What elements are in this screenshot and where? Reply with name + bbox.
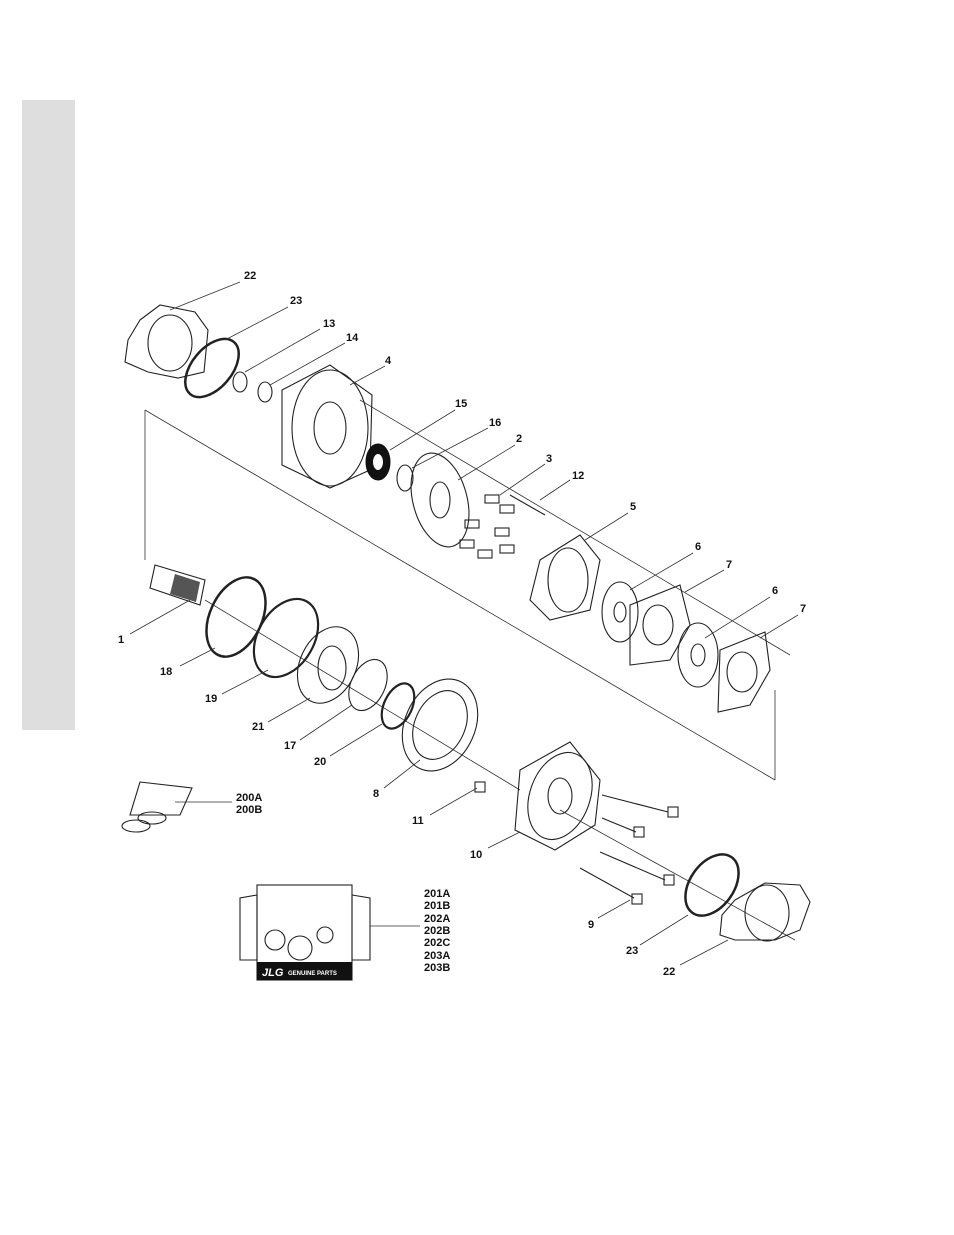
ring-5 — [530, 535, 600, 620]
callout-18: 18 — [160, 666, 172, 678]
callout-17: 17 — [284, 740, 296, 752]
callout-4: 4 — [385, 355, 392, 367]
box-tagline: GENUINE PARTS — [288, 971, 337, 977]
seal-kit-200 — [122, 782, 232, 832]
callout-8: 8 — [373, 788, 379, 800]
callout-22-top: 22 — [244, 270, 256, 282]
disc-6-first — [602, 582, 638, 642]
disc-6-second — [678, 623, 718, 687]
kit-label-201a: 201A — [424, 888, 450, 900]
callout-23-top: 23 — [290, 295, 302, 307]
callout-11: 11 — [412, 815, 424, 827]
box-brand-logo: JLG — [262, 967, 284, 979]
callout-15: 15 — [455, 398, 467, 410]
plate-7-second — [718, 632, 770, 712]
callout-6-first: 6 — [695, 541, 701, 553]
kit-label-203a: 203A — [424, 950, 450, 962]
callout-14: 14 — [346, 332, 359, 344]
callout-13: 13 — [323, 318, 335, 330]
kit-label-202c: 202C — [424, 937, 450, 949]
pin-12 — [510, 495, 545, 515]
plug-11 — [475, 782, 485, 792]
callout-3: 3 — [546, 453, 552, 465]
callout-7-first: 7 — [726, 559, 732, 571]
kit-label-202a: 202A — [424, 913, 450, 925]
bearing-15-bore — [373, 454, 383, 470]
o-ring-23-top — [175, 329, 249, 407]
o-ring-23-bottom — [674, 845, 749, 926]
callout-22-bottom: 22 — [663, 966, 675, 978]
kit-labels: 201A 201B 202A 202B 202C 203A 203B — [424, 888, 450, 974]
plate-7-first — [630, 585, 690, 665]
o-ring-18 — [195, 568, 278, 666]
callout-7-second: 7 — [800, 603, 806, 615]
callout-21: 21 — [252, 721, 264, 733]
snap-ring-14 — [258, 382, 272, 402]
callout-5: 5 — [630, 501, 636, 513]
callout-20: 20 — [314, 756, 326, 768]
kit-label-202b: 202B — [424, 925, 450, 937]
bearing-plate-21 — [286, 617, 371, 713]
kit-label-200a: 200A — [236, 792, 262, 804]
callout-10: 10 — [470, 849, 482, 861]
callout-9: 9 — [588, 919, 594, 931]
kit-label-203b: 203B — [424, 962, 450, 974]
housing-4 — [282, 365, 372, 488]
callout-1: 1 — [118, 634, 124, 646]
bolts-9 — [580, 795, 678, 904]
shaft-1 — [150, 565, 205, 605]
plate-2 — [401, 447, 478, 554]
washer-13 — [233, 372, 247, 392]
kit-box — [240, 885, 420, 980]
seal-kit-labels: 200A 200B — [236, 792, 262, 816]
callout-23-bottom: 23 — [626, 945, 638, 957]
kit-label-200b: 200B — [236, 804, 262, 816]
callout-16: 16 — [489, 417, 501, 429]
end-cover-10 — [515, 742, 604, 850]
kit-label-201b: 201B — [424, 900, 450, 912]
callout-19: 19 — [205, 693, 217, 705]
callout-12: 12 — [572, 470, 584, 482]
callout-2: 2 — [516, 433, 522, 445]
callout-6-second: 6 — [772, 585, 778, 597]
gasket-22-top — [125, 305, 208, 378]
